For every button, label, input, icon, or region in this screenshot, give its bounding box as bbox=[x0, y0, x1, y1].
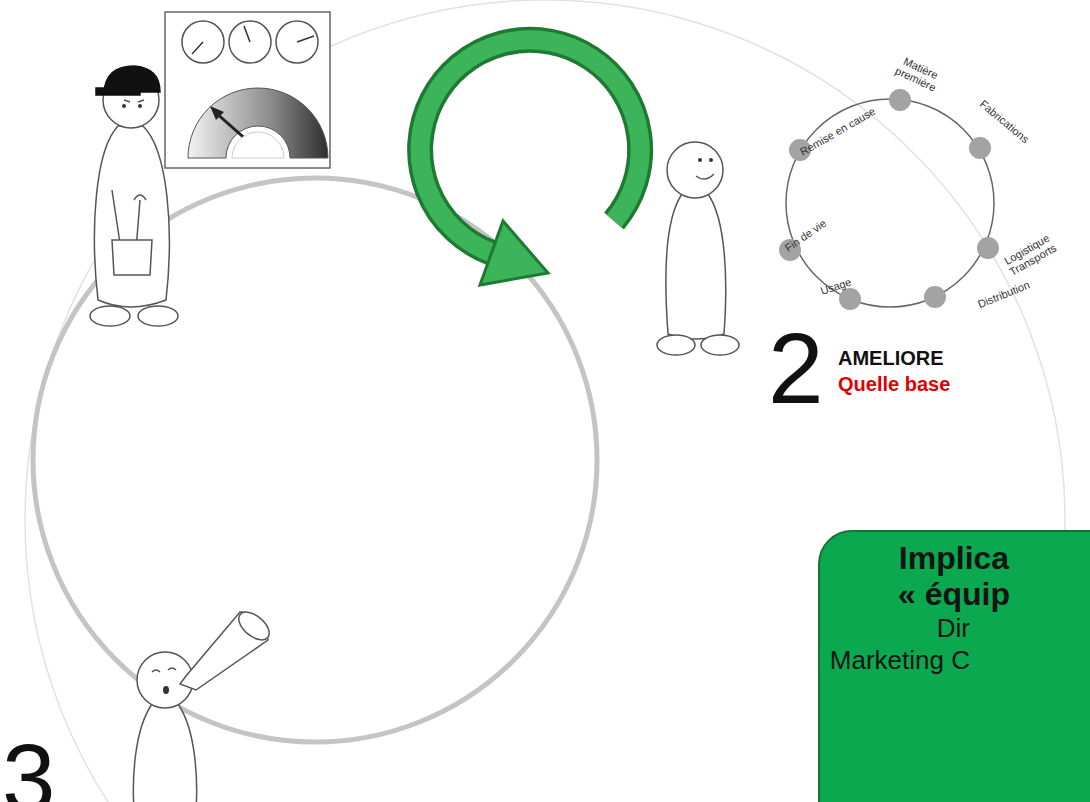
figure-foot bbox=[701, 335, 739, 355]
wheel-dot bbox=[889, 89, 911, 111]
smile bbox=[696, 174, 714, 179]
step-number: 2 bbox=[768, 318, 824, 418]
dashboard bbox=[165, 12, 330, 168]
gauge-hub bbox=[232, 132, 284, 158]
smiling-figure bbox=[657, 142, 739, 355]
mechanic-figure bbox=[90, 66, 178, 326]
pocket bbox=[112, 240, 152, 275]
figure-foot bbox=[657, 335, 695, 355]
arrow-outline bbox=[420, 40, 640, 253]
megaphone-figure bbox=[133, 607, 274, 802]
small-gauge bbox=[182, 21, 224, 63]
stage-label: Distribution bbox=[976, 279, 1031, 310]
dashboard-frame bbox=[165, 12, 330, 168]
small-gauge bbox=[276, 21, 318, 63]
mouth bbox=[163, 686, 169, 694]
wheel-circle bbox=[786, 99, 994, 307]
eye bbox=[138, 104, 142, 108]
stage-label: Logistique Transports bbox=[997, 229, 1064, 281]
eye bbox=[709, 158, 713, 162]
stage-label: Matière première bbox=[886, 51, 950, 97]
figure-head bbox=[667, 142, 723, 198]
eye bbox=[152, 670, 160, 672]
gauge-needle bbox=[192, 42, 203, 54]
wheel-dot bbox=[924, 286, 946, 308]
small-gauge bbox=[229, 21, 271, 63]
cycle-circle bbox=[33, 178, 597, 742]
figure-foot bbox=[138, 306, 178, 326]
node-body: Dir Marketing C bbox=[822, 612, 970, 676]
arrow-head bbox=[480, 221, 548, 285]
eye bbox=[698, 158, 702, 162]
wheel-dot bbox=[839, 288, 861, 310]
team-box: Implica « équipDir Marketing C bbox=[818, 530, 1090, 802]
brow bbox=[138, 100, 144, 102]
figure-body bbox=[133, 704, 196, 802]
eye bbox=[168, 668, 176, 670]
wheel-dot bbox=[977, 237, 999, 259]
stage-label: Remise en cause bbox=[798, 106, 877, 158]
megaphone-mouth bbox=[234, 607, 274, 645]
lifecycle-wheel bbox=[779, 89, 999, 310]
node-heading: Implica « équip bbox=[892, 540, 1016, 612]
stage-label: Fabrications bbox=[977, 98, 1030, 145]
eye bbox=[122, 104, 126, 108]
gauge-needle bbox=[297, 36, 314, 42]
cycle-arrow bbox=[420, 40, 640, 285]
big-gauge bbox=[188, 88, 328, 158]
needle-tip bbox=[210, 106, 224, 120]
figure-body bbox=[666, 194, 726, 339]
brow bbox=[124, 100, 130, 102]
step-question: Quelle base bbox=[838, 374, 950, 394]
figure-foot bbox=[90, 306, 130, 326]
cap-brim bbox=[96, 88, 140, 95]
stage-label: Fin de vie bbox=[783, 218, 829, 255]
stage-label: Usage bbox=[819, 277, 853, 298]
wheel-dot bbox=[969, 137, 991, 159]
figure-body bbox=[94, 126, 169, 307]
arrow-body bbox=[420, 40, 640, 253]
step-number: 3 bbox=[2, 730, 55, 802]
gauge-needle bbox=[244, 26, 250, 42]
step-title: AMELIORE bbox=[838, 348, 944, 368]
